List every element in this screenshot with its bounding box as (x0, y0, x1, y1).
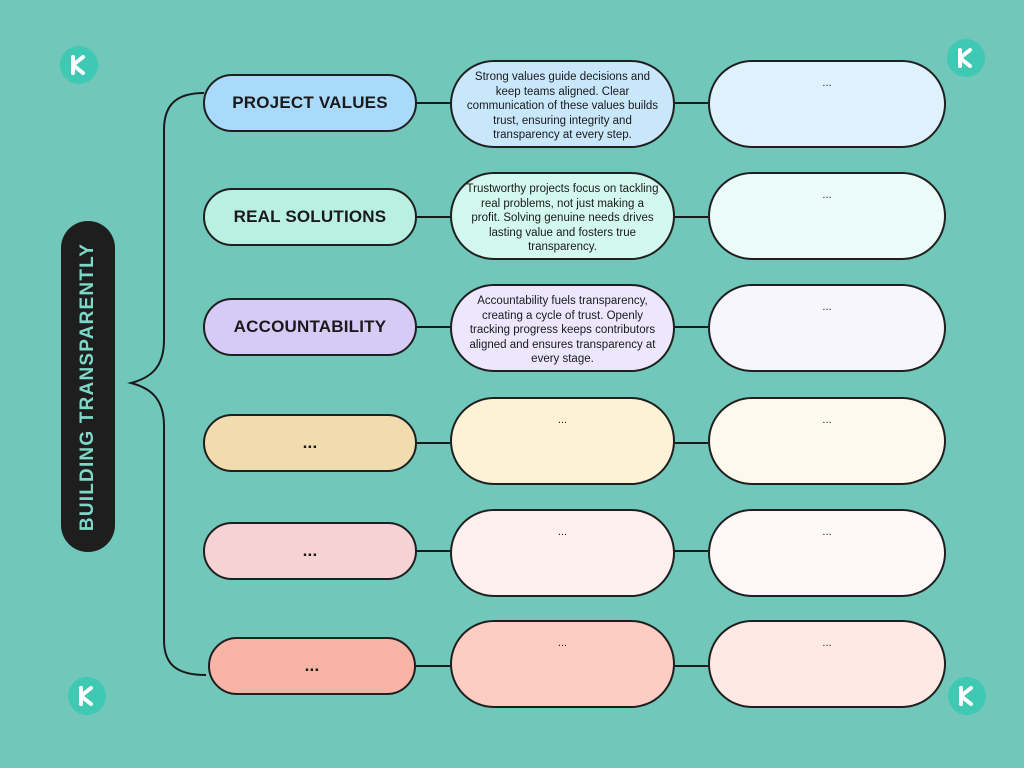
description-box: Strong values guide decisions and keep t… (450, 60, 675, 148)
note-box: ... (708, 509, 946, 597)
category-pill: PROJECT VALUES (203, 74, 417, 132)
category-pill: ... (203, 414, 417, 472)
category-pill: ... (208, 637, 416, 695)
category-pill: ACCOUNTABILITY (203, 298, 417, 356)
banner-title: BUILDING TRANSPARENTLY (77, 242, 98, 531)
note-box: ... (708, 620, 946, 708)
building-transparently-banner: BUILDING TRANSPARENTLY (61, 221, 115, 552)
curly-brace (127, 92, 207, 676)
note-box: ... (708, 284, 946, 372)
description-box: Trustworthy projects focus on tackling r… (450, 172, 675, 260)
k-logo-icon (948, 677, 986, 715)
category-pill: REAL SOLUTIONS (203, 188, 417, 246)
description-box: Accountability fuels transparency, creat… (450, 284, 675, 372)
description-box: ... (450, 620, 675, 708)
note-box: ... (708, 172, 946, 260)
k-logo-icon (947, 39, 985, 77)
note-box: ... (708, 397, 946, 485)
description-box: ... (450, 397, 675, 485)
k-logo-icon (68, 677, 106, 715)
k-logo-icon (60, 46, 98, 84)
note-box: ... (708, 60, 946, 148)
description-box: ... (450, 509, 675, 597)
category-pill: ... (203, 522, 417, 580)
